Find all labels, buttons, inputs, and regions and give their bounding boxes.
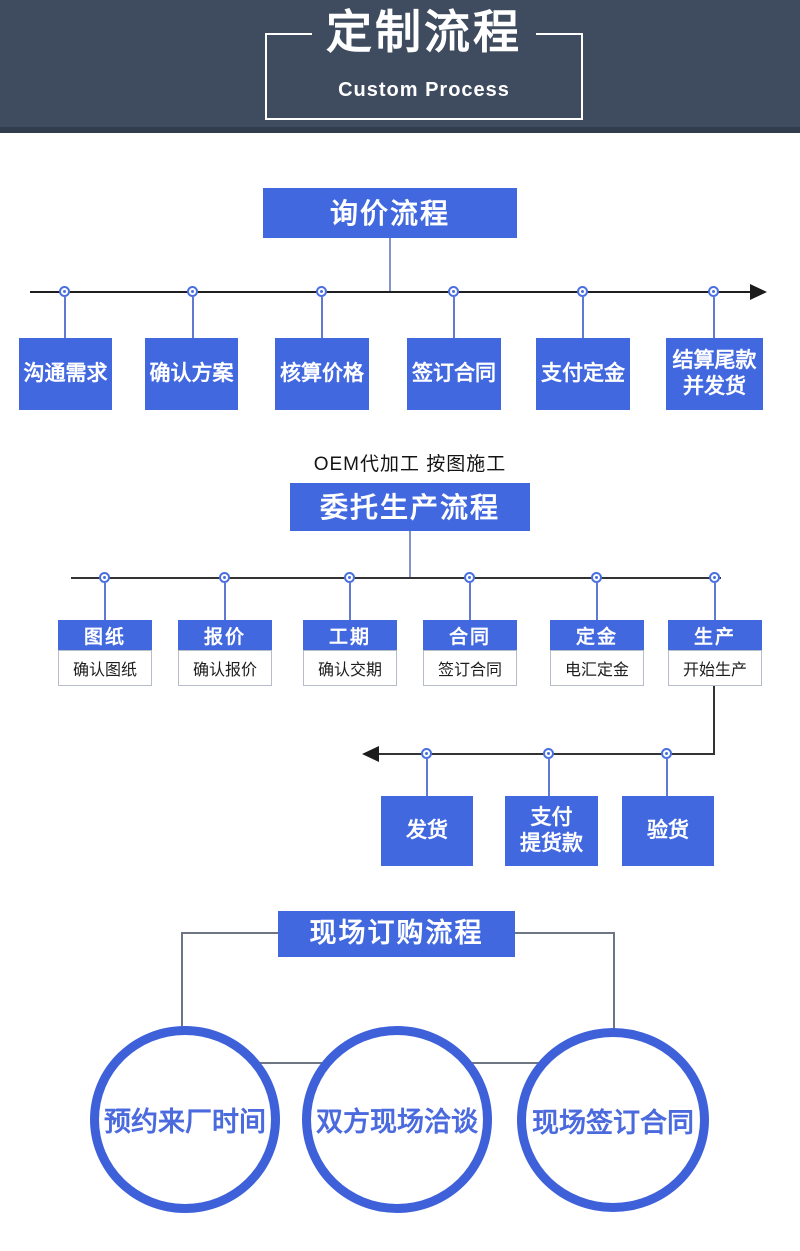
- node-circle-icon: [464, 572, 475, 583]
- onsite-step-circle: 现场签订合同: [517, 1028, 709, 1212]
- production-stage-box: 合同 签订合同: [423, 620, 517, 686]
- connector-line: [409, 531, 411, 577]
- production-stage-box: 图纸 确认图纸: [58, 620, 152, 686]
- inquiry-step-box: 支付定金: [536, 338, 630, 410]
- stage-title: 定金: [550, 620, 644, 650]
- connector-line: [515, 932, 615, 934]
- page-subtitle: Custom Process: [338, 79, 510, 101]
- connector-line: [714, 583, 716, 620]
- node-circle-icon: [577, 286, 588, 297]
- node-circle-icon: [448, 286, 459, 297]
- node-circle-icon: [661, 748, 672, 759]
- stage-title: 合同: [423, 620, 517, 650]
- node-circle-icon: [316, 286, 327, 297]
- onsite-step-circle: 预约来厂时间: [90, 1026, 280, 1213]
- connector-line: [349, 583, 351, 620]
- node-circle-icon: [421, 748, 432, 759]
- stage-title: 报价: [178, 620, 272, 650]
- connector-line: [713, 686, 715, 754]
- node-circle-icon: [708, 286, 719, 297]
- connector-line: [104, 583, 106, 620]
- connector-line: [453, 297, 455, 338]
- node-circle-icon: [709, 572, 720, 583]
- connector-line: [613, 932, 615, 1035]
- connector-line: [224, 583, 226, 620]
- arrow-right-icon: [750, 284, 767, 300]
- production-stage-box: 工期 确认交期: [303, 620, 397, 686]
- node-circle-icon: [187, 286, 198, 297]
- production-stage-box: 生产 开始生产: [668, 620, 762, 686]
- inquiry-step-box: 核算价格: [275, 338, 369, 410]
- stage-desc: 签订合同: [423, 650, 517, 686]
- production-title-box: 委托生产流程: [290, 483, 530, 531]
- header-frame: 定制流程 Custom Process: [265, 6, 583, 120]
- node-circle-icon: [344, 572, 355, 583]
- connector-line: [181, 932, 183, 1032]
- header-band: 定制流程 Custom Process: [0, 0, 800, 133]
- inquiry-step-box: 确认方案: [145, 338, 238, 410]
- node-circle-icon: [543, 748, 554, 759]
- production-stage-box: 定金 电汇定金: [550, 620, 644, 686]
- connector-line: [713, 297, 715, 338]
- oem-note: OEM代加工 按图施工: [313, 454, 507, 475]
- connector-line: [181, 932, 278, 934]
- arrow-left-icon: [362, 746, 379, 762]
- onsite-step-circle: 双方现场洽谈: [302, 1026, 492, 1213]
- followup-box: 验货: [622, 796, 714, 866]
- inquiry-title-box: 询价流程: [263, 188, 517, 238]
- page-title: 定制流程: [312, 6, 536, 59]
- connector-line: [64, 297, 66, 338]
- stage-title: 工期: [303, 620, 397, 650]
- node-circle-icon: [591, 572, 602, 583]
- followup-box: 发货: [381, 796, 473, 866]
- followup-box: 支付 提货款: [505, 796, 598, 866]
- connector-line: [192, 297, 194, 338]
- stage-title: 生产: [668, 620, 762, 650]
- stage-desc: 开始生产: [668, 650, 762, 686]
- connector-line: [469, 583, 471, 620]
- connector-line: [548, 759, 550, 796]
- node-circle-icon: [219, 572, 230, 583]
- onsite-title-box: 现场订购流程: [278, 911, 515, 957]
- connector-line: [666, 759, 668, 796]
- node-circle-icon: [99, 572, 110, 583]
- connector-line: [596, 583, 598, 620]
- inquiry-step-box: 结算尾款 并发货: [666, 338, 763, 410]
- node-circle-icon: [59, 286, 70, 297]
- inquiry-timeline: [30, 291, 752, 293]
- stage-desc: 确认交期: [303, 650, 397, 686]
- connector-line: [321, 297, 323, 338]
- production-timeline: [71, 577, 721, 579]
- production-stage-box: 报价 确认报价: [178, 620, 272, 686]
- connector-line: [582, 297, 584, 338]
- inquiry-step-box: 签订合同: [407, 338, 501, 410]
- inquiry-step-box: 沟通需求: [19, 338, 112, 410]
- stage-desc: 确认报价: [178, 650, 272, 686]
- connector-line: [426, 759, 428, 796]
- stage-desc: 确认图纸: [58, 650, 152, 686]
- stage-title: 图纸: [58, 620, 152, 650]
- connector-line: [389, 238, 391, 291]
- stage-desc: 电汇定金: [550, 650, 644, 686]
